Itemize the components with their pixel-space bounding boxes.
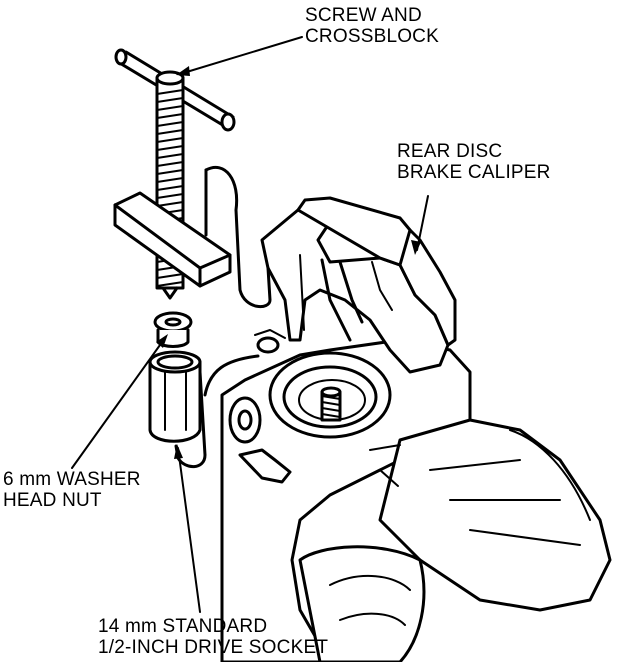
drive-socket (148, 350, 260, 469)
label-screw-line1: SCREW AND (305, 5, 422, 26)
label-screw-and-crossblock: SCREW AND CROSSBLOCK (305, 5, 439, 47)
rear-disc-brake-caliper (220, 196, 612, 662)
caliper-bottom-boss (298, 545, 426, 662)
caliper-bleeder-screw (238, 448, 292, 484)
leader-washer-nut (71, 337, 166, 469)
label-nut-line1: 6 mm WASHER (3, 469, 141, 490)
leader-drive-socket (177, 447, 201, 613)
label-socket-line1: 14 mm STANDARD (98, 616, 268, 637)
crossblock (113, 191, 232, 288)
caliper-yoke-side (398, 228, 457, 347)
label-screw-line2: CROSSBLOCK (305, 26, 439, 47)
washer-flange (153, 311, 193, 333)
socket-body (148, 360, 202, 443)
label-drive-socket: 14 mm STANDARD 1/2-INCH DRIVE SOCKET (98, 616, 328, 658)
caliper-banjo-fitting (228, 396, 262, 444)
caliper-yoke (260, 203, 450, 374)
label-washer-head-nut: 6 mm WASHER HEAD NUT (3, 469, 141, 511)
label-nut-line2: HEAD NUT (3, 490, 102, 511)
leader-lines (71, 36, 429, 613)
label-rear-disc-brake-caliper: REAR DISC BRAKE CALIPER (397, 141, 551, 183)
label-caliper-line2: BRAKE CALIPER (397, 162, 551, 183)
screw-and-crossblock-tool (113, 48, 272, 309)
label-socket-line2: 1/2-INCH DRIVE SOCKET (98, 637, 329, 658)
label-caliper-line1: REAR DISC (397, 141, 503, 162)
caliper-right-arm (378, 418, 612, 612)
leader-screw-crossblock (179, 36, 303, 75)
caliper-mount-hole (256, 336, 280, 354)
caliper-arm-edges (429, 459, 581, 546)
tool-guide-loop (204, 166, 272, 309)
leader-rear-caliper (416, 195, 429, 251)
